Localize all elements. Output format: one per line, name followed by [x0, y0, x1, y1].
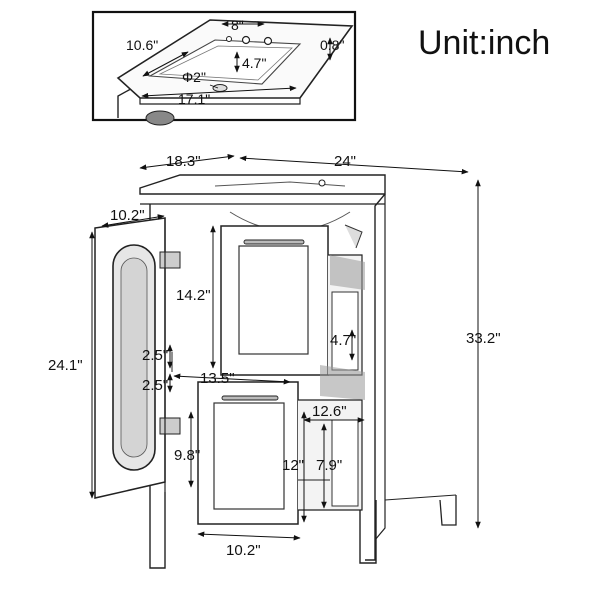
label-basin-width: 17.1"	[178, 91, 210, 107]
label-bottom-drawer-height: 12"	[282, 457, 304, 474]
top-drawer-side	[331, 291, 359, 371]
sink-lip	[214, 181, 346, 187]
faucet-hole-main	[318, 179, 326, 187]
label-gap-b: 2.5"	[142, 377, 168, 394]
bottom-drawer-panel	[213, 402, 285, 510]
label-height: 33.2"	[466, 330, 501, 347]
dim-line-bottom-width	[197, 531, 301, 541]
faucet-hole-left	[241, 35, 251, 45]
bottom-drawer-handle[interactable]	[221, 395, 279, 401]
cabinet-right-leg	[359, 480, 377, 564]
label-drawer-depth: 12.6"	[312, 403, 347, 420]
countertop	[139, 174, 386, 195]
dim-line-inner-width	[173, 373, 291, 385]
label-inner-depth-top: 4.7"	[330, 332, 356, 349]
top-drawer-panel	[238, 245, 309, 355]
dim-line-width	[239, 155, 469, 175]
door-hinge-bottom	[159, 417, 181, 435]
dim-line-depth	[139, 154, 235, 170]
inset-sink-rim	[139, 98, 301, 105]
leader-drain	[209, 84, 219, 89]
label-top-drawer-height: 14.2"	[176, 287, 211, 304]
top-drawer-shadow	[330, 255, 365, 290]
sink-inset: 8" 10.6" 4.7" 0.8" Φ2" 17.1"	[91, 10, 357, 126]
dim-line-basin-width	[141, 85, 297, 99]
bottom-drawer-shadow	[320, 365, 365, 400]
label-door-bottom: 9.8"	[174, 447, 200, 464]
cabinet-right-edge	[374, 194, 386, 541]
drain-icon	[212, 84, 228, 92]
bottom-drawer-side	[331, 419, 359, 507]
label-rim-thickness: 0.8"	[320, 37, 344, 53]
label-door-height: 24.1"	[48, 357, 83, 374]
label-faucet-spacing: 8"	[231, 17, 244, 33]
faucet-hole-right	[263, 36, 273, 46]
inset-handle	[145, 110, 175, 126]
label-drain-diameter: Φ2"	[182, 69, 206, 85]
label-width: 24"	[334, 153, 356, 170]
label-door-width: 10.2"	[110, 207, 145, 224]
label-bottom-width: 10.2"	[226, 542, 261, 559]
faucet-hole-center	[226, 36, 232, 42]
dim-line-door-width	[101, 214, 165, 228]
unit-title: Unit:inch	[418, 24, 551, 62]
vanity-cabinet: 18.3" 24" 33.2" 10.2" 24.1" 14.2" 4.7" 2…	[48, 153, 501, 569]
door-hinge-top	[159, 251, 181, 269]
label-basin-depth: 10.6"	[126, 37, 158, 53]
cabinet-back-leg	[439, 495, 457, 526]
cabinet-right-side	[365, 193, 386, 561]
label-depth: 18.3"	[166, 153, 201, 170]
inset-basin-inner	[158, 45, 293, 81]
label-basin-height: 4.7"	[242, 55, 266, 71]
drain-pipe	[344, 224, 363, 249]
dim-line-basin-depth	[142, 51, 189, 77]
label-gap-a: 2.5"	[142, 347, 168, 364]
label-inner-depth-bottom: 7.9"	[316, 457, 342, 474]
door-glass-inner	[120, 257, 148, 458]
label-drawer-width-inner: 13.5"	[200, 370, 235, 387]
top-drawer-handle[interactable]	[243, 239, 305, 245]
cabinet-back-rail	[384, 494, 457, 501]
